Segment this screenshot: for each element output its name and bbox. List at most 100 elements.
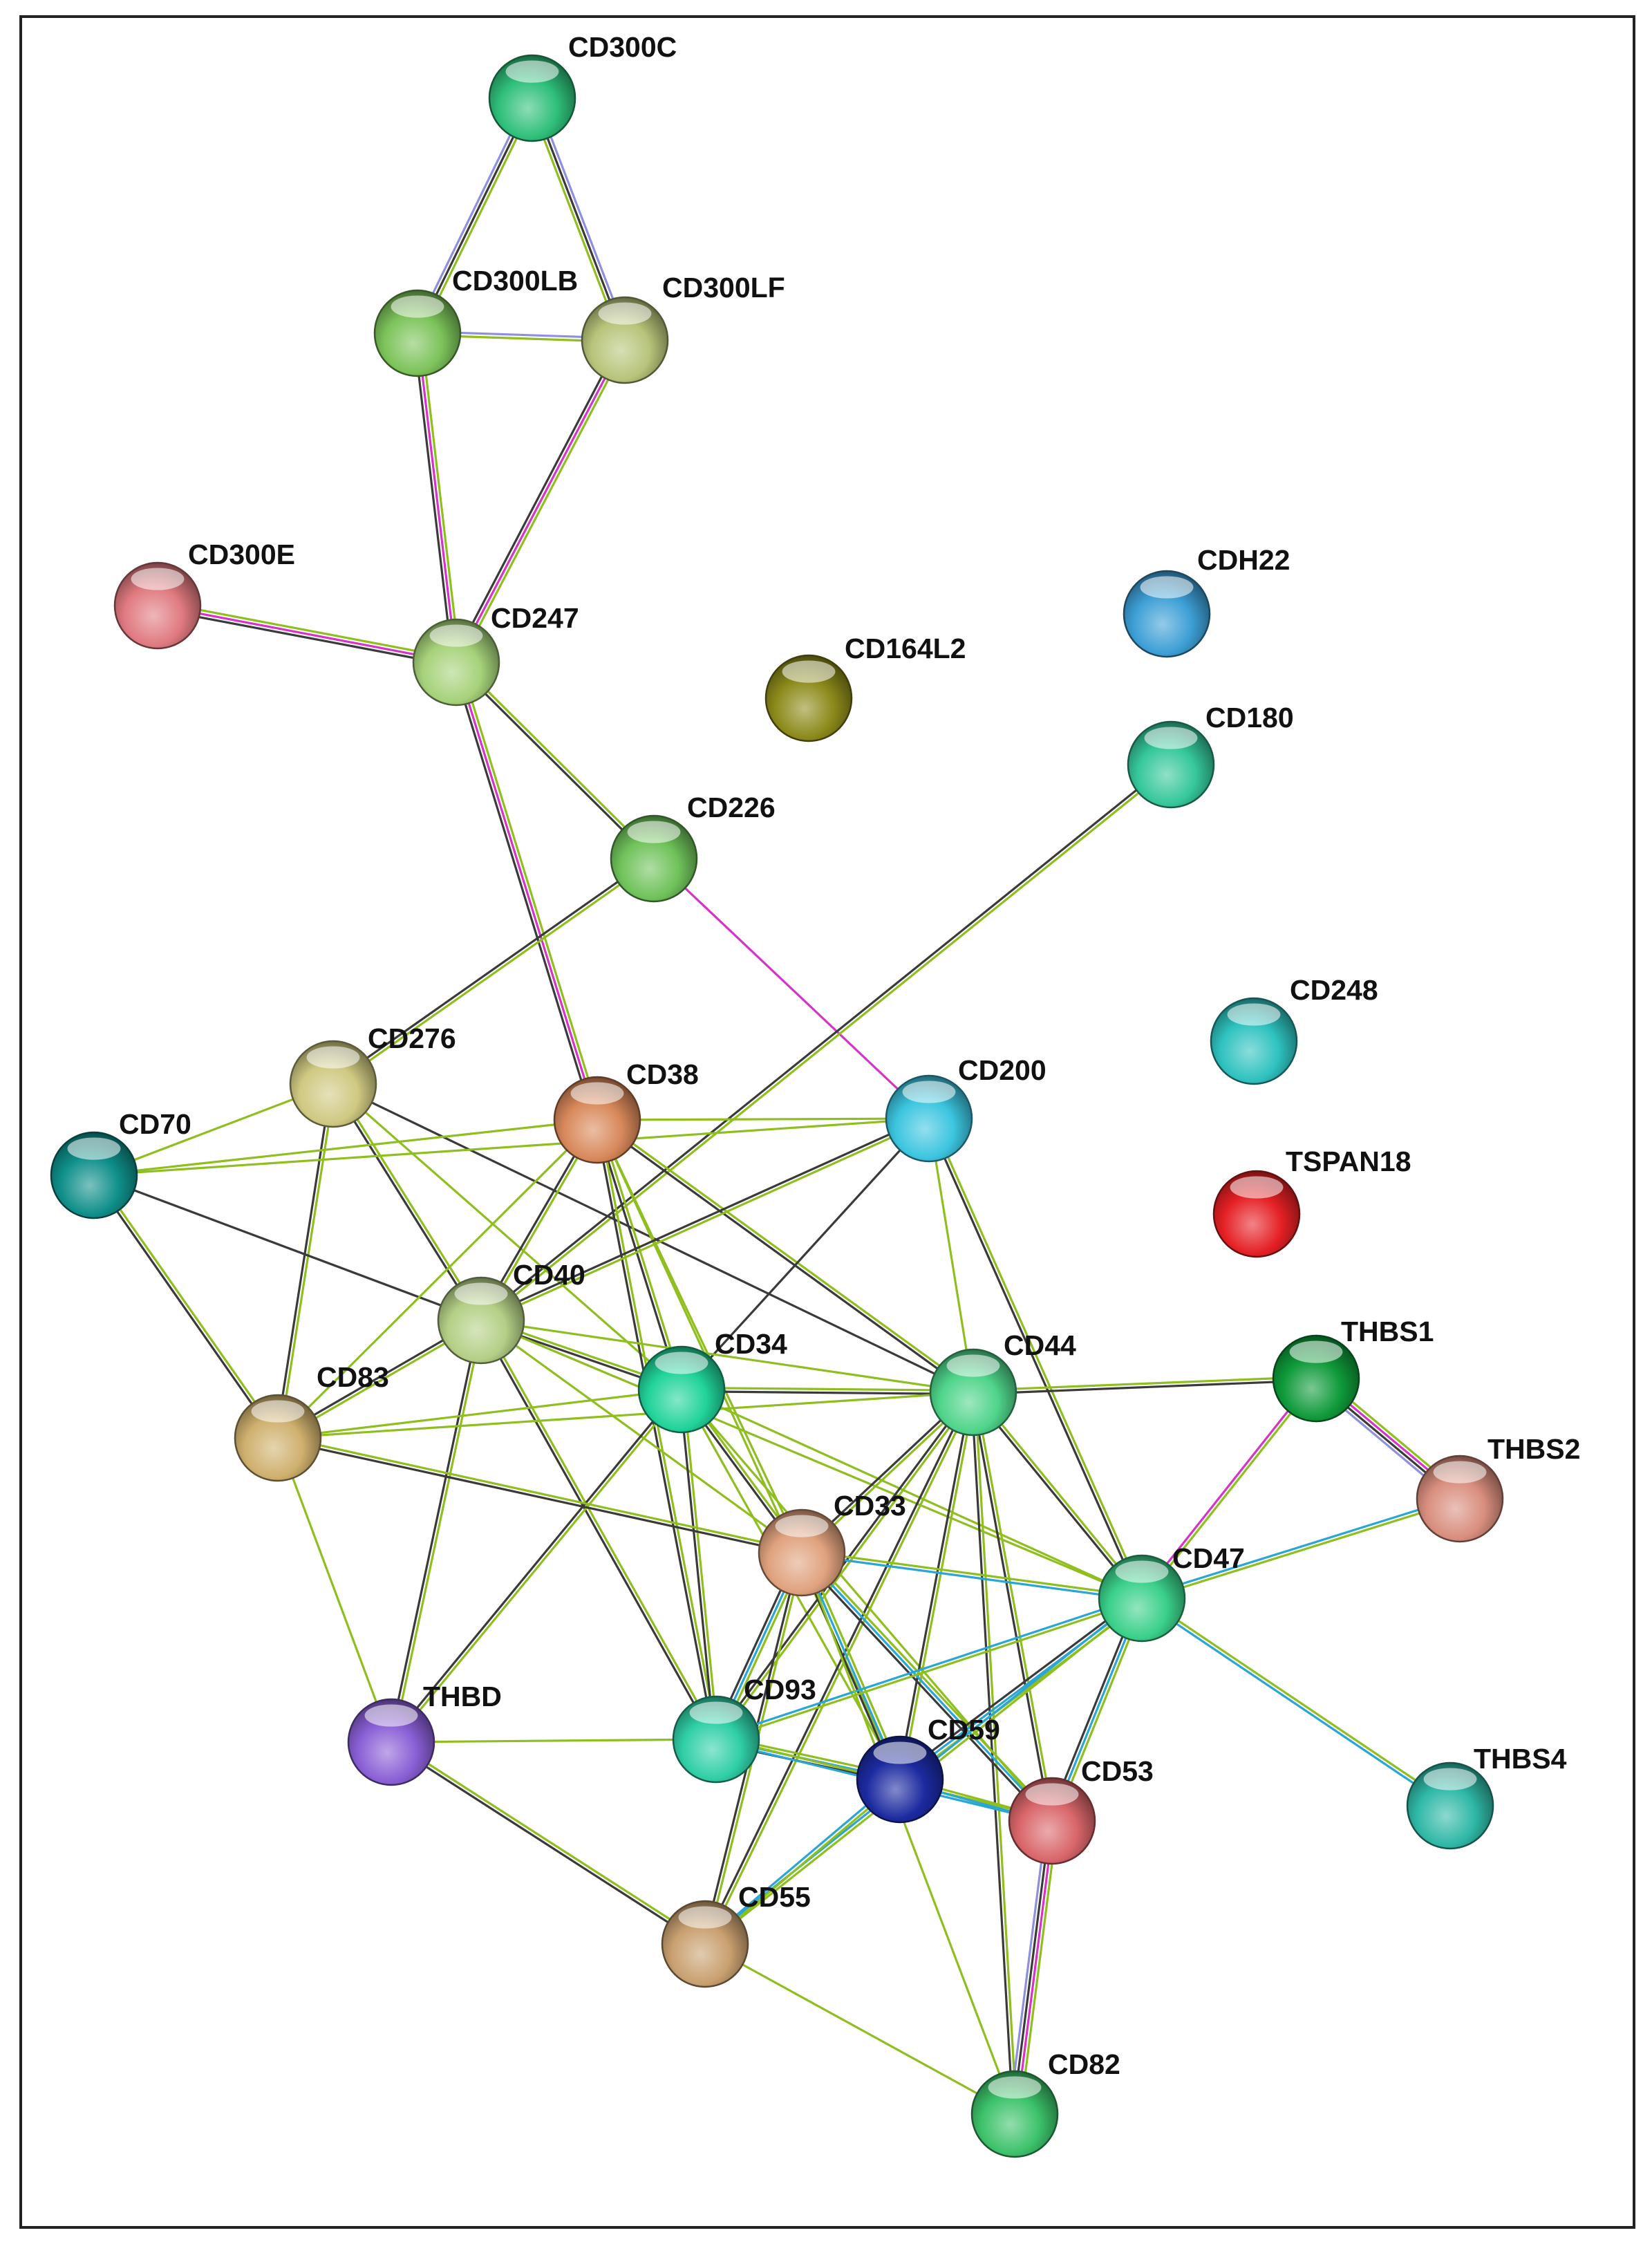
edge-strand bbox=[451, 337, 623, 662]
edge-thbd-cd55 bbox=[389, 1739, 707, 1947]
edge-strand bbox=[926, 1119, 1142, 1600]
node-cd180[interactable]: CD180 bbox=[1127, 702, 1294, 809]
node-cd38[interactable]: CD38 bbox=[553, 1058, 699, 1164]
edge-cd38-cd34 bbox=[594, 1119, 685, 1391]
edge-cd33-cd82 bbox=[800, 1552, 1016, 2115]
node-highlight bbox=[570, 1082, 624, 1105]
node-label: CD300C bbox=[568, 31, 677, 63]
node-highlight bbox=[782, 660, 836, 683]
edge-cd276-cd40 bbox=[330, 1082, 484, 1322]
node-cd47[interactable]: CD47 bbox=[1098, 1542, 1245, 1643]
edge-strand bbox=[1142, 1499, 1461, 1602]
edge-strand bbox=[803, 1549, 1055, 1820]
edge-strand bbox=[798, 1554, 1051, 1824]
edge-strand bbox=[704, 1943, 1015, 2115]
node-label: THBS4 bbox=[1474, 1743, 1567, 1775]
node-tspan18[interactable]: TSPAN18 bbox=[1212, 1146, 1411, 1258]
edge-strand bbox=[653, 857, 930, 1120]
edge-strand bbox=[388, 1320, 481, 1742]
node-cd200[interactable]: CD200 bbox=[885, 1054, 1046, 1163]
node-cd53[interactable]: CD53 bbox=[1008, 1755, 1154, 1865]
node-cd276[interactable]: CD276 bbox=[289, 1022, 456, 1128]
node-cd34[interactable]: CD34 bbox=[637, 1328, 787, 1434]
node-label: THBD bbox=[423, 1681, 502, 1712]
node-label: CD83 bbox=[317, 1361, 389, 1393]
node-cd226[interactable]: CD226 bbox=[610, 792, 776, 903]
edge-strand bbox=[1142, 1596, 1452, 1806]
edge-strand bbox=[682, 1386, 974, 1392]
edge-strand bbox=[158, 601, 458, 660]
node-label: CD33 bbox=[834, 1490, 906, 1522]
edge-cd300lf-cd247 bbox=[451, 337, 630, 665]
node-thbd[interactable]: THBD bbox=[347, 1681, 502, 1786]
edge-strand bbox=[802, 1549, 1143, 1598]
edge-strand bbox=[416, 333, 458, 663]
node-label: CD82 bbox=[1048, 2048, 1120, 2080]
node-cd70[interactable]: CD70 bbox=[50, 1108, 191, 1219]
edge-strand bbox=[94, 1173, 281, 1438]
edge-strand bbox=[594, 1120, 682, 1391]
edge-strand bbox=[897, 1594, 1141, 1778]
edge-strand bbox=[451, 663, 595, 1122]
edge-strand bbox=[481, 1119, 930, 1323]
edge-strand bbox=[897, 1392, 973, 1779]
edge-cd83-thbd bbox=[276, 1437, 393, 1743]
node-cd59[interactable]: CD59 bbox=[856, 1714, 1000, 1824]
node-cd55[interactable]: CD55 bbox=[661, 1881, 811, 1988]
node-highlight bbox=[505, 60, 559, 83]
edge-strand bbox=[91, 1175, 278, 1440]
edge-strand bbox=[478, 1320, 716, 1741]
node-highlight bbox=[364, 1704, 418, 1727]
edge-strand bbox=[413, 96, 530, 333]
edge-strand bbox=[973, 1375, 1316, 1392]
node-highlight bbox=[1144, 727, 1198, 749]
node-cd247[interactable]: CD247 bbox=[412, 602, 579, 707]
node-cd40[interactable]: CD40 bbox=[437, 1259, 585, 1365]
edge-strand bbox=[481, 1318, 719, 1739]
node-cd82[interactable]: CD82 bbox=[970, 2048, 1120, 2158]
node-cd300e[interactable]: CD300E bbox=[113, 539, 295, 650]
node-thbs2[interactable]: THBS2 bbox=[1416, 1433, 1580, 1543]
node-cd300lb[interactable]: CD300LB bbox=[373, 265, 578, 377]
node-highlight bbox=[454, 1282, 508, 1305]
edge-strand bbox=[332, 1083, 683, 1391]
node-cd33[interactable]: CD33 bbox=[758, 1490, 906, 1597]
node-label: CD70 bbox=[119, 1108, 191, 1140]
edge-cd40-cd44 bbox=[480, 1319, 974, 1394]
edge-strand bbox=[93, 1119, 598, 1177]
edge-cd276-cd34 bbox=[332, 1083, 683, 1391]
edge-strand bbox=[594, 1120, 716, 1740]
edge-strand bbox=[682, 1389, 720, 1739]
edge-strand bbox=[597, 1117, 930, 1121]
node-thbs4[interactable]: THBS4 bbox=[1406, 1743, 1567, 1850]
edge-strand bbox=[597, 1117, 975, 1392]
node-cdh22[interactable]: CDH22 bbox=[1123, 544, 1290, 658]
edge-strand bbox=[900, 1392, 977, 1780]
node-cd164l2[interactable]: CD164L2 bbox=[764, 633, 966, 742]
node-cd300c[interactable]: CD300C bbox=[488, 31, 677, 142]
edge-strand bbox=[388, 1387, 682, 1742]
edge-strand bbox=[455, 339, 626, 663]
edge-strand bbox=[970, 1392, 1052, 1822]
node-highlight bbox=[391, 295, 444, 318]
edge-strand bbox=[458, 341, 630, 665]
edge-strand bbox=[973, 1392, 1018, 2114]
edge-strand bbox=[597, 1119, 685, 1390]
node-label: CD276 bbox=[368, 1022, 456, 1054]
node-cd93[interactable]: CD93 bbox=[672, 1674, 816, 1784]
node-highlight bbox=[1433, 1461, 1487, 1484]
edge-cd40-cd47 bbox=[480, 1319, 1143, 1600]
node-highlight bbox=[873, 1741, 927, 1764]
node-cd248[interactable]: CD248 bbox=[1210, 974, 1378, 1085]
node-highlight bbox=[678, 1906, 732, 1929]
node-thbs1[interactable]: THBS1 bbox=[1272, 1316, 1434, 1423]
node-cd300lf[interactable]: CD300LF bbox=[581, 272, 785, 384]
node-cd44[interactable]: CD44 bbox=[929, 1329, 1076, 1437]
node-highlight bbox=[131, 568, 185, 590]
edge-strand bbox=[276, 1437, 393, 1743]
edge-strand bbox=[274, 1083, 333, 1438]
node-cd83[interactable]: CD83 bbox=[234, 1361, 389, 1482]
edge-cd276-cd83 bbox=[274, 1083, 337, 1439]
node-highlight bbox=[1140, 576, 1194, 599]
